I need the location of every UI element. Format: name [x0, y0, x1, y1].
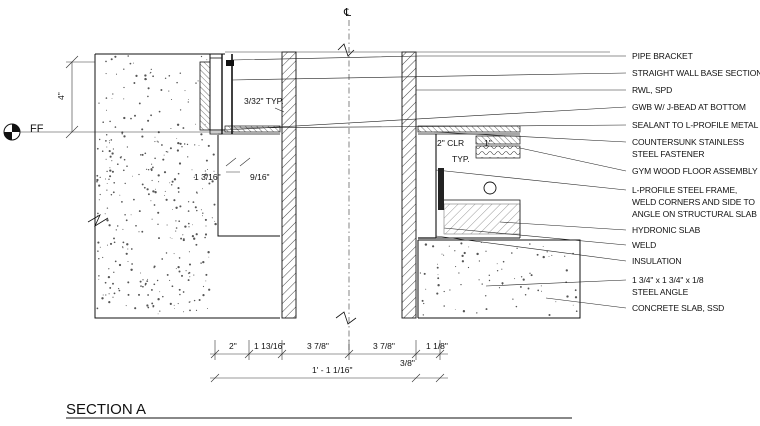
callout-weld: WELD	[632, 240, 656, 250]
callout-angle-2: STEEL ANGLE	[632, 287, 689, 297]
note-one-inch: 1"	[484, 138, 492, 148]
callout-wall-base: STRAIGHT WALL BASE SECTION	[632, 68, 760, 78]
concrete-aggregate	[96, 55, 578, 317]
callout-concrete: CONCRETE SLAB, SSD	[632, 303, 724, 313]
callout-gwb: GWB W/ J-BEAD AT BOTTOM	[632, 102, 746, 112]
dimension-strings: 2" 1 13/16" 3 7/8" 3 7/8" 1 1/8" 3/8" 1'…	[210, 340, 448, 383]
break-line-left	[87, 214, 109, 228]
callout-group: PIPE BRACKET STRAIGHT WALL BASE SECTION …	[225, 51, 760, 313]
callout-rwl: RWL, SPD	[632, 85, 672, 95]
concrete-wall-left	[94, 53, 280, 319]
vertical-dimension: 4"	[56, 55, 95, 139]
callout-floor: GYM WOOD FLOOR ASSEMBLY	[632, 166, 758, 176]
centerline-symbol: ℄	[343, 7, 351, 19]
callout-frame-3: ANGLE ON STRUCTURAL SLAB	[632, 209, 757, 219]
concrete-slab-right	[417, 239, 581, 319]
dim-four-inch: 4"	[56, 92, 66, 100]
note-typ: TYP.	[452, 154, 470, 164]
dim-2in: 2"	[229, 341, 237, 351]
note-typ-32: 3/32" TYP.	[244, 96, 284, 106]
dim-3-8: 3/8"	[400, 358, 415, 368]
dim-1-1-8: 1 1/8"	[426, 341, 448, 351]
note-clr: 2" CLR	[437, 138, 464, 148]
callout-frame-2: WELD CORNERS AND SIDE TO	[632, 197, 755, 207]
elevation-marker: FF	[3, 123, 230, 141]
dim-total: 1' - 1 1/16"	[312, 365, 353, 375]
callout-fastener-2: STEEL FASTENER	[632, 149, 704, 159]
callout-angle-1: 1 3/4" x 1 3/4" x 1/8	[632, 275, 704, 285]
break-line-top	[337, 43, 355, 57]
note-1-3-16: 1 3/16"	[194, 172, 221, 182]
callout-insulation: INSULATION	[632, 256, 681, 266]
dim-3-7-8-b: 3 7/8"	[373, 341, 395, 351]
floor-assembly-left	[218, 125, 281, 135]
section-title: SECTION A	[66, 401, 146, 418]
callout-pipe-bracket: PIPE BRACKET	[632, 51, 693, 61]
dim-1-13-16: 1 13/16"	[254, 341, 285, 351]
callout-hydronic: HYDRONIC SLAB	[632, 225, 701, 235]
elevation-label: FF	[30, 123, 44, 135]
dim-3-7-8-a: 3 7/8"	[307, 341, 329, 351]
callout-sealant: SEALANT TO L-PROFILE METAL FRAME	[632, 120, 760, 130]
wall-base	[199, 54, 234, 135]
callout-frame-1: L-PROFILE STEEL FRAME,	[632, 185, 737, 195]
callout-fastener: COUNTERSUNK STAINLESS	[632, 137, 744, 147]
note-9-16: 9/16"	[250, 172, 270, 182]
break-line-bottom	[335, 311, 357, 325]
rain-water-leader-pipe	[225, 51, 610, 319]
